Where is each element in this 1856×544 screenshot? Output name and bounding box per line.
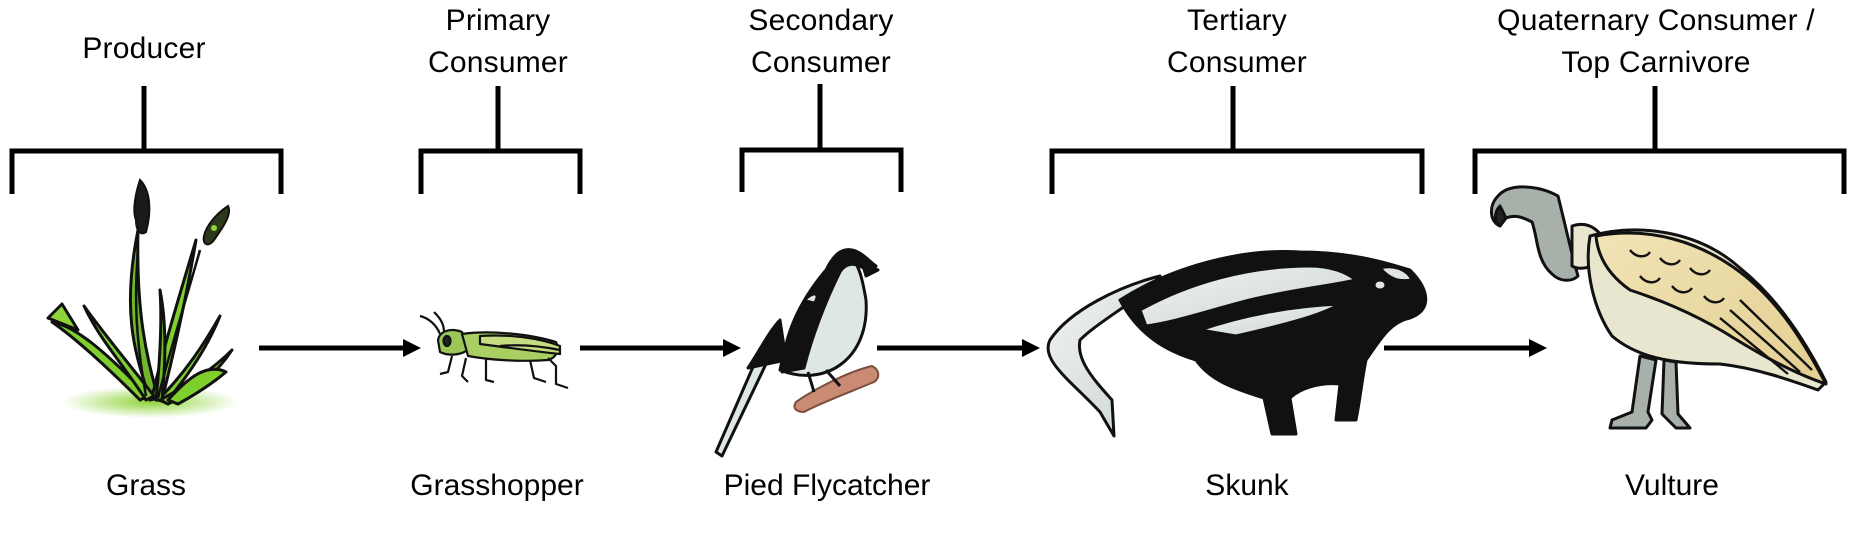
organism-label-grasshopper: Grasshopper <box>410 469 584 502</box>
vulture-icon <box>1490 185 1828 430</box>
organism-label-pied-flycatcher: Pied Flycatcher <box>723 469 931 502</box>
level-title-secondary-consumer: Secondary Consumer <box>748 0 893 84</box>
title-line: Quaternary Consumer / <box>1497 4 1815 37</box>
level-title-tertiary-consumer: Tertiary Consumer <box>1167 0 1307 84</box>
arrow-skunk-to-vulture <box>1384 339 1547 357</box>
title-line: Tertiary <box>1187 4 1287 37</box>
grass-icon <box>46 178 238 418</box>
organism-label-vulture: Vulture <box>1625 469 1719 502</box>
arrow-grass-to-grasshopper <box>259 339 421 357</box>
bracket-secondary-consumer <box>739 84 904 192</box>
bracket-producer <box>9 86 284 194</box>
arrow-flycatcher-to-skunk <box>877 339 1040 357</box>
bird-icon <box>714 248 880 458</box>
level-title-producer: Producer <box>82 28 205 70</box>
level-title-primary-consumer: Primary Consumer <box>428 0 568 84</box>
title-line: Secondary <box>748 4 894 37</box>
bracket-primary-consumer <box>418 86 583 194</box>
organism-label-grass: Grass <box>105 469 187 502</box>
skunk-icon <box>1046 250 1428 438</box>
title-line: Producer <box>82 32 206 65</box>
title-line: Primary <box>445 4 551 37</box>
bracket-quaternary-consumer <box>1472 86 1847 194</box>
title-line: Top Carnivore <box>1561 46 1751 79</box>
title-line: Consumer <box>751 46 891 79</box>
organism-label-skunk: Skunk <box>1205 469 1289 502</box>
grasshopper-icon <box>419 311 569 390</box>
title-line: Consumer <box>428 46 568 79</box>
bracket-tertiary-consumer <box>1049 86 1425 194</box>
level-title-quaternary-consumer: Quaternary Consumer / Top Carnivore <box>1497 0 1815 84</box>
arrow-grasshopper-to-flycatcher <box>580 339 741 357</box>
title-line: Consumer <box>1167 46 1307 79</box>
